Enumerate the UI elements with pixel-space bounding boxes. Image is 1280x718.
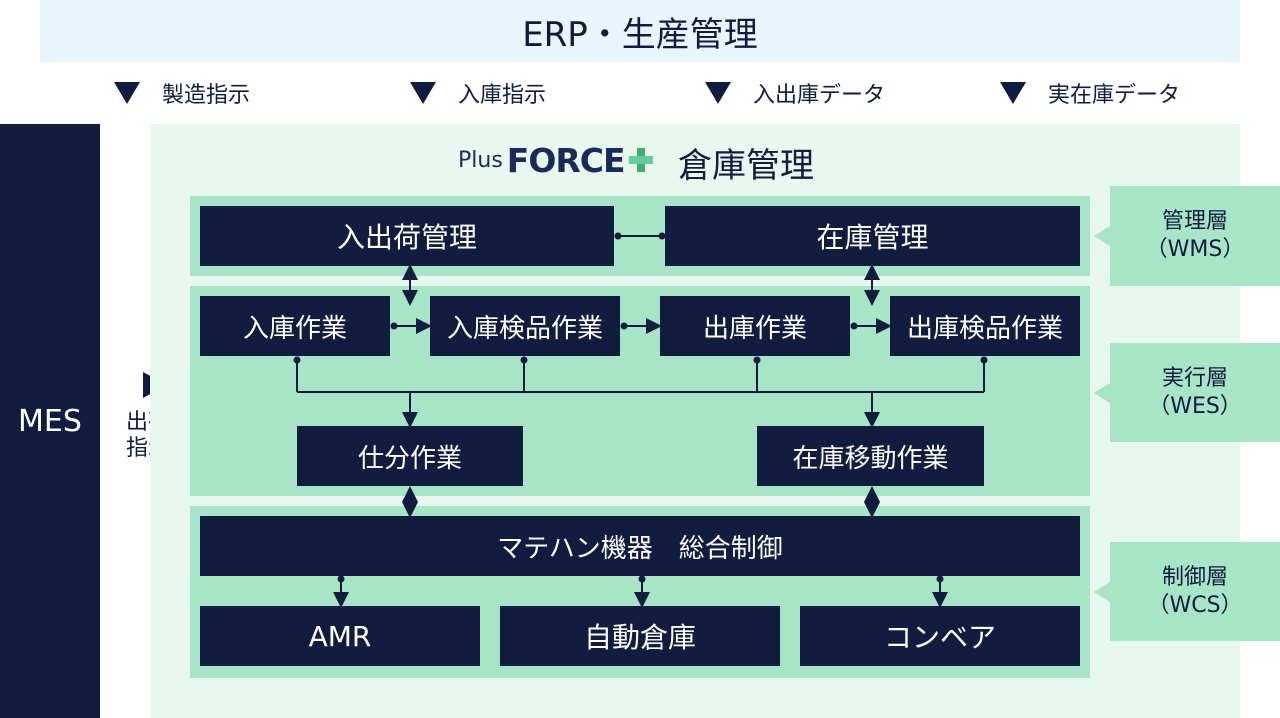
green-cross-icon xyxy=(628,148,653,172)
inout-management-label: 入出荷管理 xyxy=(336,221,477,254)
inventory-management-box: 在庫管理 xyxy=(665,206,1080,266)
sorting-task-label: 仕分作業 xyxy=(357,443,462,474)
integrated-control-label: マテハン機器 総合制御 xyxy=(497,533,783,564)
layer-pointer xyxy=(1094,226,1110,246)
layer-wcs: 制御層 （WCS） xyxy=(1110,542,1280,641)
arrow-down-icon xyxy=(705,82,731,104)
amr-box: AMR xyxy=(200,606,480,666)
conveyor-box: コンベア xyxy=(800,606,1080,666)
logo-plus-text: Plus xyxy=(458,147,503,173)
shipping-task-box: 出庫作業 xyxy=(660,296,850,356)
flow-inout-data: 入出庫データ xyxy=(705,76,885,110)
flow-receiving-instruction: 入庫指示 xyxy=(410,76,546,110)
sorting-task-box: 仕分作業 xyxy=(297,426,523,486)
layer-name: 管理層 xyxy=(1161,209,1228,234)
layer-code: （WCS） xyxy=(1147,592,1243,618)
receiving-task-box: 入庫作業 xyxy=(200,296,390,356)
erp-banner: ERP・生産管理 xyxy=(40,0,1240,62)
receiving-inspection-label: 入庫検品作業 xyxy=(446,313,603,344)
layer-name: 制御層 xyxy=(1161,564,1228,590)
shipping-inspection-box: 出庫検品作業 xyxy=(890,296,1080,356)
mes-label: MES xyxy=(18,403,82,439)
amr-label: AMR xyxy=(308,619,372,653)
stock-transfer-label: 在庫移動作業 xyxy=(792,443,949,474)
flow-manufacturing-instruction: 製造指示 xyxy=(114,76,250,110)
receiving-task-label: 入庫作業 xyxy=(242,313,347,344)
integrated-control-box: マテハン機器 総合制御 xyxy=(200,516,1080,576)
logo-force-text: FORCE xyxy=(506,140,626,180)
shipping-inspection-label: 出庫検品作業 xyxy=(906,313,1063,344)
flow-label: 実在庫データ xyxy=(1048,83,1181,108)
layer-code: （WES） xyxy=(1148,393,1242,419)
arrow-down-icon xyxy=(1000,82,1026,104)
asrs-box: 自動倉庫 xyxy=(500,606,780,666)
arrow-down-icon xyxy=(114,82,140,104)
inout-management-box: 入出荷管理 xyxy=(200,206,614,266)
plusforce-logo: Plus FORCE xyxy=(458,140,653,180)
asrs-label: 自動倉庫 xyxy=(583,621,696,654)
layer-pointer xyxy=(1094,582,1110,602)
flow-label: 入出庫データ xyxy=(753,83,886,108)
flow-label: 製造指示 xyxy=(162,83,251,108)
receiving-inspection-box: 入庫検品作業 xyxy=(430,296,620,356)
flow-actual-inventory-data: 実在庫データ xyxy=(1000,76,1180,110)
product-title: 倉庫管理 xyxy=(678,146,814,186)
layer-code: （WMS） xyxy=(1145,237,1245,262)
stock-transfer-box: 在庫移動作業 xyxy=(757,426,984,486)
mes-block: MES xyxy=(0,124,100,718)
inventory-management-label: 在庫管理 xyxy=(816,221,929,254)
conveyor-label: コンベア xyxy=(883,621,996,654)
arrow-down-icon xyxy=(410,82,436,104)
layer-wes: 実行層 （WES） xyxy=(1110,343,1280,442)
layer-pointer xyxy=(1094,383,1110,403)
shipping-task-label: 出庫作業 xyxy=(702,313,807,344)
layer-wms: 管理層 （WMS） xyxy=(1110,186,1280,286)
flow-label: 入庫指示 xyxy=(458,83,547,108)
erp-title: ERP・生産管理 xyxy=(522,14,758,55)
layer-name: 実行層 xyxy=(1161,365,1228,391)
